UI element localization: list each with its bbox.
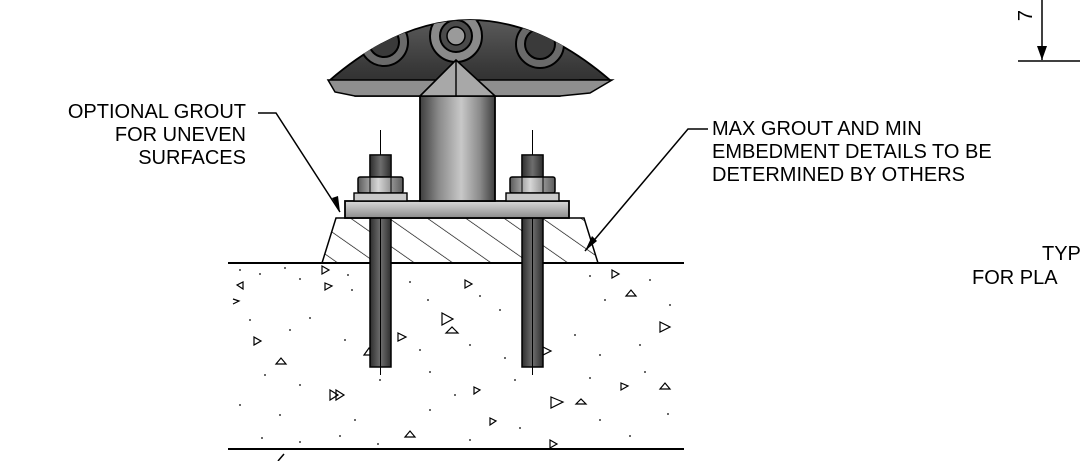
grout-callout-line-1: OPTIONAL GROUT (67, 101, 246, 123)
embedment-leader (584, 128, 708, 252)
nut-right (505, 154, 560, 202)
partial-callout-line-2: FOR PLA (972, 267, 1058, 289)
concrete-aggregate-marks (232, 264, 672, 450)
partial-callout-line-1: TYP (1042, 243, 1080, 265)
grout-leader (258, 112, 341, 213)
post-column (419, 85, 496, 202)
dome-cap (326, 19, 615, 97)
base-plate (344, 200, 570, 219)
nut-left (353, 154, 408, 202)
bottom-leader (277, 453, 285, 461)
dimension-value: 7 (1015, 10, 1037, 21)
embedment-callout: MAX GROUT AND MIN EMBEDMENT DETAILS TO B… (712, 118, 992, 187)
concrete-foundation (228, 262, 684, 450)
grout-callout-line-3: SURFACES (138, 147, 246, 169)
embedment-callout-line-1: MAX GROUT AND MIN (712, 118, 922, 140)
embedment-callout-line-2: EMBEDMENT DETAILS TO BE (712, 141, 992, 163)
concrete-stipple (239, 267, 671, 445)
grout-callout: OPTIONAL GROUT FOR UNEVEN SURFACES (68, 101, 246, 170)
grout-pad (320, 217, 600, 264)
dimension-mark: 7 (1015, 0, 1080, 62)
embedment-callout-line-3: DETERMINED BY OTHERS (712, 164, 965, 186)
grout-callout-line-2: FOR UNEVEN (114, 124, 246, 146)
